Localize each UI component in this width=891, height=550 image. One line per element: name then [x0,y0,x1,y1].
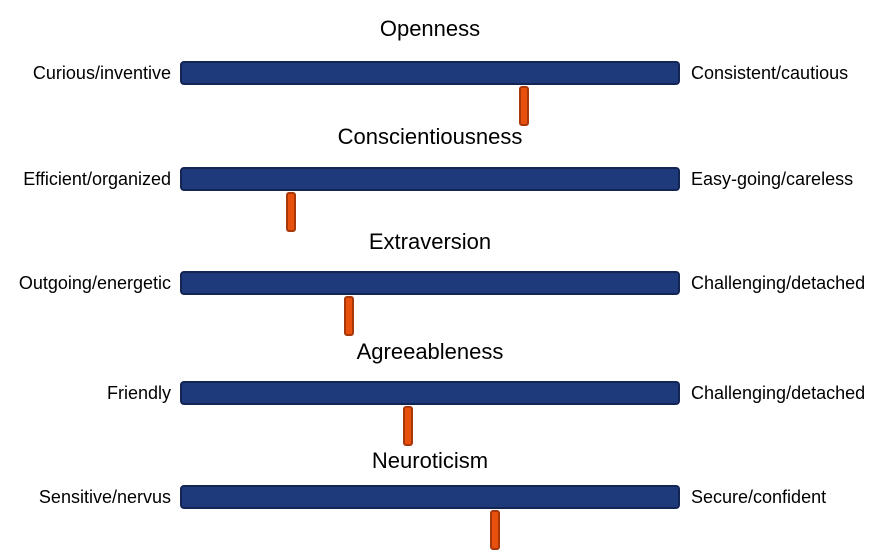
trait-scale-bar [180,167,680,232]
trait-left-label: Outgoing/energetic [18,273,171,293]
trait-score-marker [519,86,530,126]
trait-agreeableness: Agreeableness Friendly Challenging/detac… [0,339,891,446]
trait-right-label: Challenging/detached [691,383,866,403]
trait-extraversion: Extraversion Outgoing/energetic Challeng… [0,229,891,336]
trait-score-marker [343,296,354,336]
trait-scale-bar [180,485,680,550]
trait-left-label: Sensitive/nervus [38,487,171,507]
trait-neuroticism: Neuroticism Sensitive/nervus Secure/conf… [0,448,891,550]
trait-scale-bar [180,381,680,446]
trait-right-label: Easy-going/careless [691,169,854,189]
trait-score-marker [403,406,414,446]
trait-scale-bar [180,271,680,336]
trait-title: Openness [379,16,481,41]
trait-scale-bar [180,61,680,126]
trait-score-marker [490,510,501,550]
trait-right-label: Challenging/detached [691,273,866,293]
trait-title: Conscientiousness [337,124,523,149]
trait-title: Neuroticism [371,448,489,473]
trait-openness: Openness Curious/inventive Consistent/ca… [0,16,891,126]
trait-conscientiousness: Conscientiousness Efficient/organized Ea… [0,124,891,232]
trait-title: Extraversion [368,229,492,254]
trait-score-marker [286,192,297,232]
trait-title: Agreeableness [356,339,504,364]
trait-left-label: Curious/inventive [32,63,171,83]
trait-left-label: Efficient/organized [23,169,171,189]
trait-right-label: Consistent/cautious [691,63,849,83]
trait-left-label: Friendly [106,383,171,403]
trait-right-label: Secure/confident [691,487,827,507]
